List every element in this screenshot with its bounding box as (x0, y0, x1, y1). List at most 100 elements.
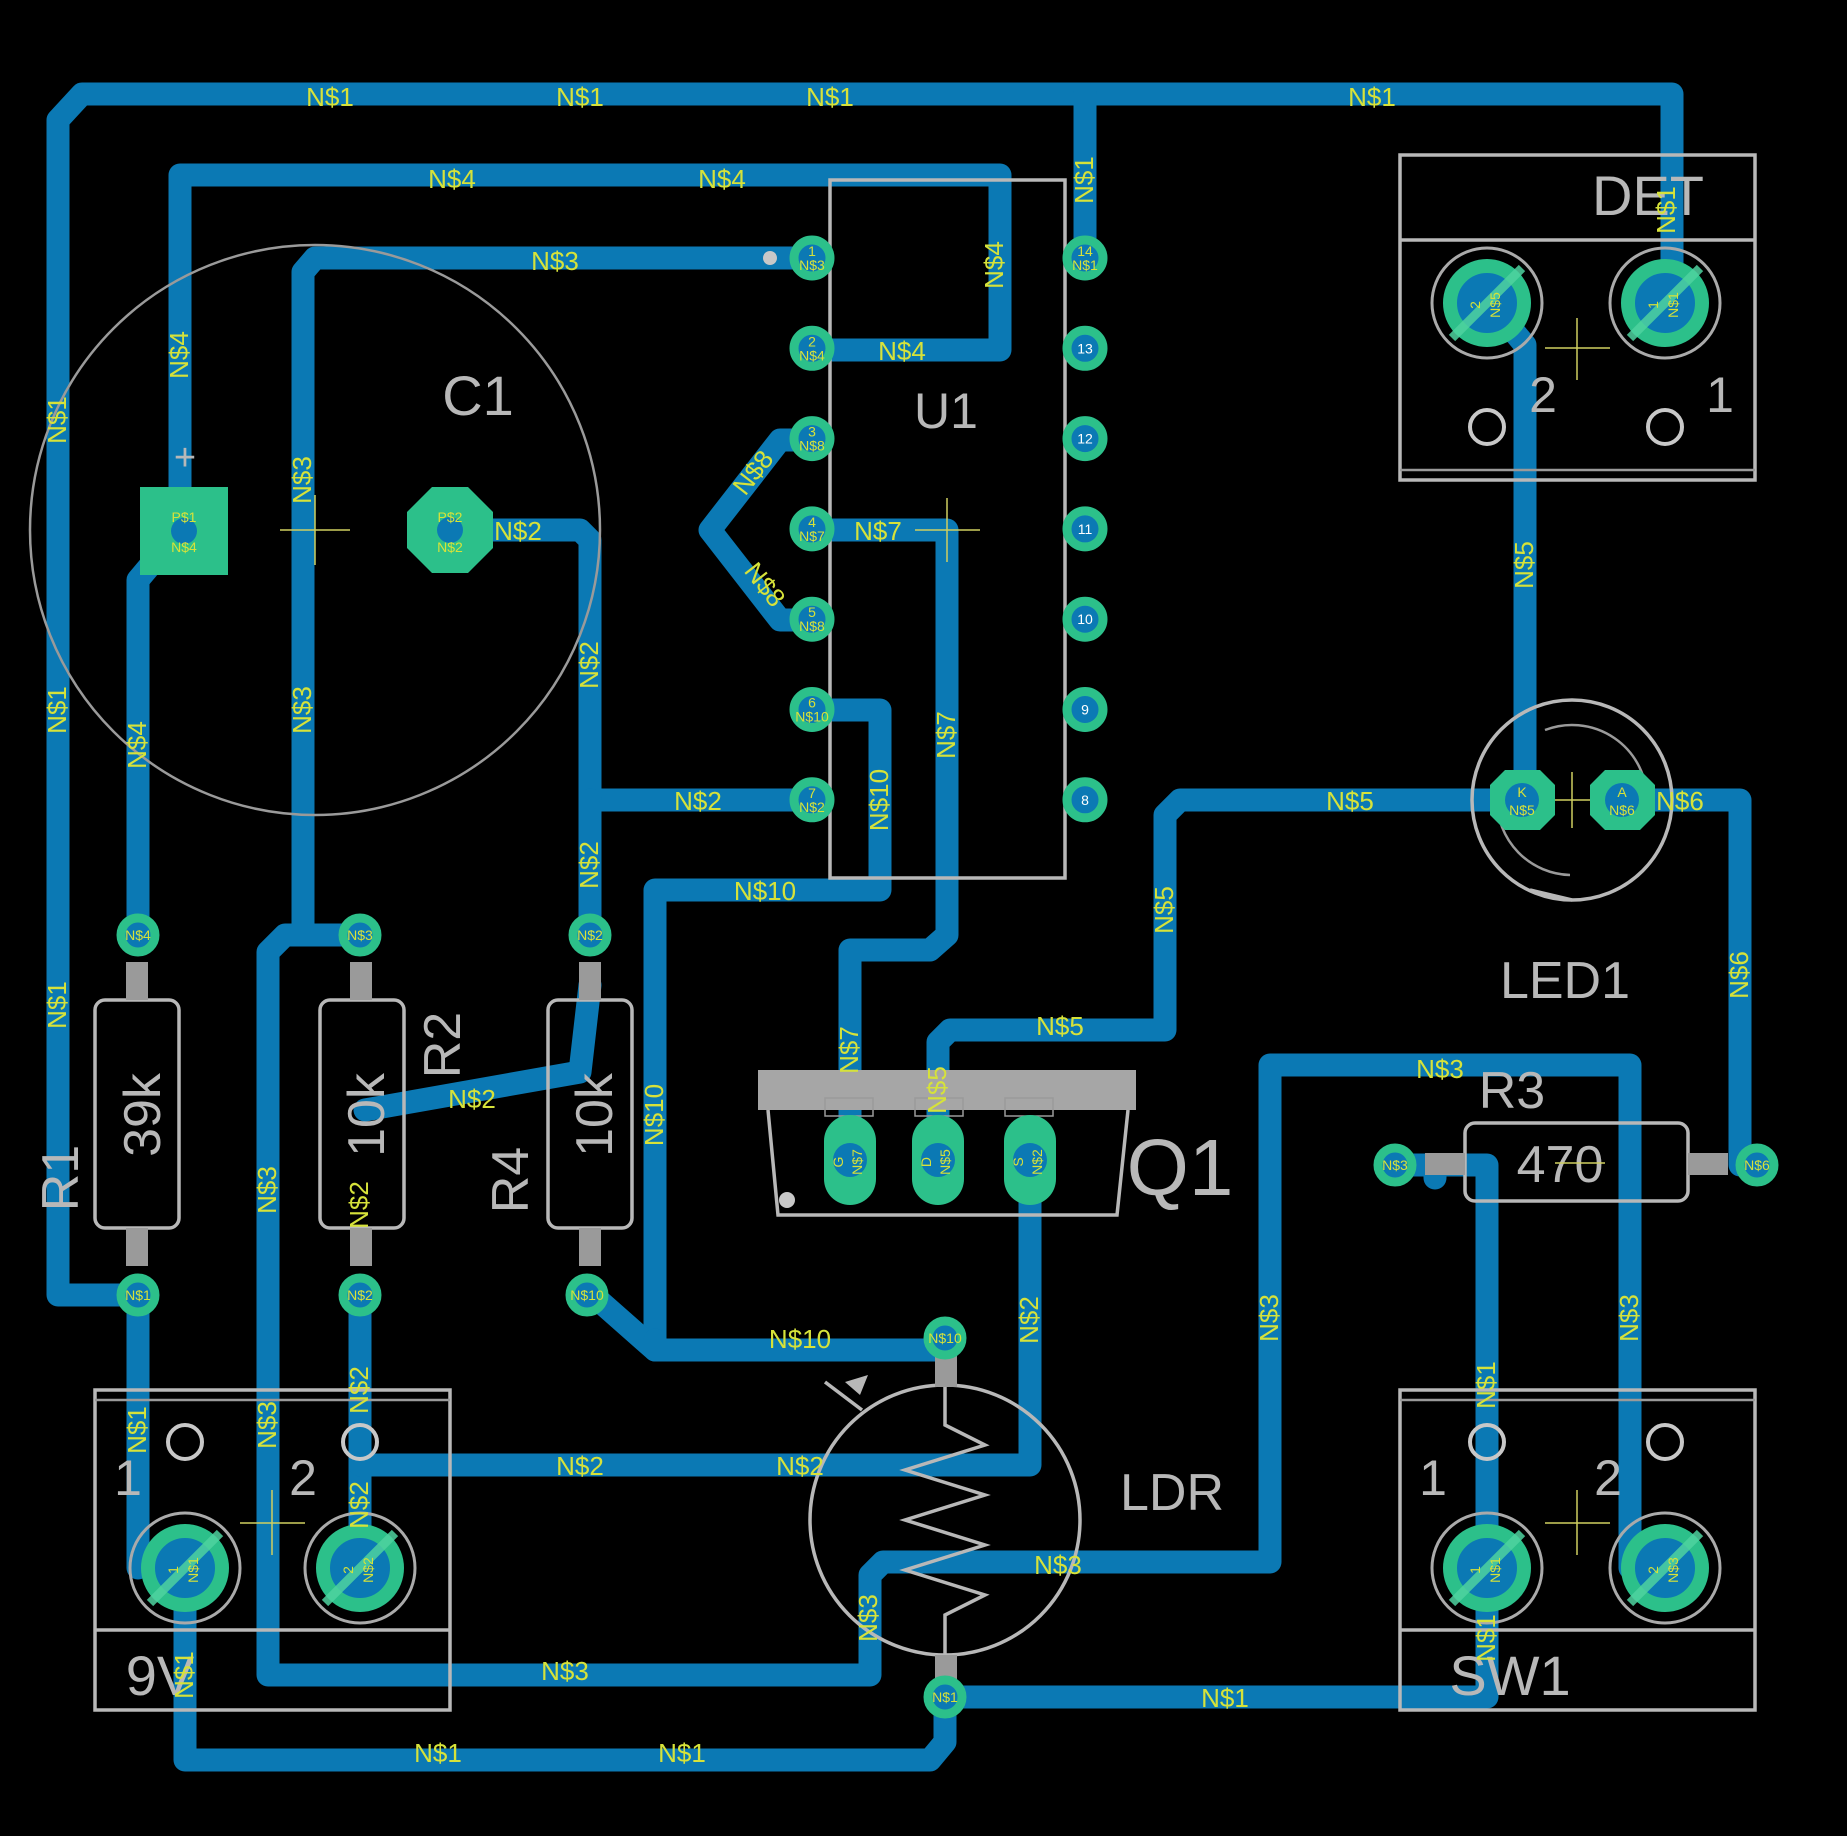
svg-text:N$2: N$2 (347, 1287, 373, 1303)
u1-pin-net: N$4 (799, 347, 825, 363)
svg-text:G: G (830, 1157, 846, 1168)
net-label: N$2 (448, 1084, 496, 1114)
u1-pin-number: 9 (1081, 702, 1089, 718)
svg-text:D: D (918, 1157, 934, 1167)
u1-pin-12 (1062, 416, 1108, 462)
net-label: N$4 (122, 721, 152, 769)
svg-text:N$3: N$3 (1382, 1157, 1408, 1173)
r3-pad-1 (1373, 1143, 1417, 1187)
sw1-designator: SW1 (1449, 1644, 1570, 1707)
det-pin-2-label: 2 (1529, 367, 1557, 423)
svg-text:N$2: N$2 (360, 1557, 376, 1583)
net-label: N$2 (674, 786, 722, 816)
net-label: N$7 (931, 711, 961, 759)
net-label: N$3 (287, 686, 317, 734)
net-label: N$2 (344, 1366, 374, 1414)
c1-pad-1-label: P$1 (172, 509, 197, 525)
u1-pin-7 (789, 777, 835, 823)
det-pin-1-label: 1 (1706, 367, 1734, 423)
net-label: N$2 (556, 1451, 604, 1481)
sw1-pin-2-label: 2 (1594, 1450, 1622, 1506)
net-label: N$6 (1724, 951, 1754, 999)
trace-n1-top-bus (46, 82, 1684, 1307)
net-labels: N$1 N$1 N$1 N$1 N$1 N$1 N$1 N$1 N$1 N$1 … (42, 82, 1754, 1768)
net-label: N$3 (1254, 1294, 1284, 1342)
r4-pad-1 (568, 913, 612, 957)
svg-text:1: 1 (165, 1566, 181, 1574)
net-label: N$5 (1149, 886, 1179, 934)
terminal-sw1: SW1 1 2 1 N$1 2 N$3 (1398, 1388, 1757, 1712)
svg-text:N$3: N$3 (1665, 1557, 1681, 1583)
net-label: N$4 (878, 336, 926, 366)
net-label: N$3 (531, 246, 579, 276)
led-led1: LED1 K N$5 A N$6 (1470, 698, 1674, 1010)
u1-pin-net: N$8 (799, 618, 825, 634)
c1-outline (28, 243, 602, 817)
net-label: N$3 (1034, 1550, 1082, 1580)
trace-n6 (1608, 788, 1752, 1177)
u1-pin-2 (789, 325, 835, 371)
u1-pin-net: N$2 (799, 799, 825, 815)
svg-text:N$6: N$6 (1744, 1157, 1770, 1173)
svg-text:N$1: N$1 (932, 1689, 958, 1705)
r4-value: 10k (566, 1072, 624, 1157)
net-label: N$2 (344, 1181, 374, 1229)
net-label: N$1 (169, 1651, 199, 1699)
u1-pin-8 (1062, 777, 1108, 823)
net-label: N$4 (428, 164, 476, 194)
net-label: N$3 (1614, 1294, 1644, 1342)
trace-n2-bat-q1 (348, 1148, 1042, 1477)
net-label: N$1 (122, 1406, 152, 1454)
net-label: N$1 (42, 686, 72, 734)
net-label: N$1 (556, 82, 604, 112)
u1-pin-number: 5 (808, 604, 816, 620)
net-label: N$3 (252, 1401, 282, 1449)
svg-text:S: S (1010, 1157, 1026, 1166)
trace-n4-top (168, 163, 1012, 507)
terminal-9v: 9V 1 2 1 N$1 2 N$2 (93, 1388, 452, 1712)
net-label: N$2 (776, 1451, 824, 1481)
r1-pad-1 (116, 913, 160, 957)
sw1-pin-1-label: 1 (1419, 1450, 1447, 1506)
trace-n10-u1 (643, 698, 892, 1352)
svg-text:N$6: N$6 (1609, 802, 1635, 818)
r1-pad-2 (116, 1273, 160, 1317)
bat-pin-1-label: 1 (114, 1450, 142, 1506)
net-label: N$5 (1509, 541, 1539, 589)
det-designator: DET (1592, 164, 1704, 227)
svg-text:2: 2 (1467, 301, 1483, 309)
net-label: N$1 (1471, 1361, 1501, 1409)
svg-text:N$1: N$1 (185, 1557, 201, 1583)
u1-designator: U1 (914, 383, 978, 439)
net-label: N$1 (658, 1738, 706, 1768)
c1-polarity-mark: + (174, 437, 196, 479)
u1-pin-5 (789, 596, 835, 642)
u1-pin-9 (1062, 687, 1108, 732)
svg-text:N$1: N$1 (1487, 1557, 1503, 1583)
r2-designator: R2 (414, 1012, 472, 1078)
r3-value: 470 (1517, 1136, 1604, 1194)
svg-text:N$5: N$5 (1487, 292, 1503, 318)
net-label: N$1 (42, 396, 72, 444)
bat-pin-2-label: 2 (289, 1450, 317, 1506)
c1-pad-1-net: N$4 (171, 539, 197, 555)
u1-pin-number: 11 (1078, 521, 1093, 537)
ldr-designator: LDR (1120, 1464, 1224, 1522)
net-label: N$1 (1069, 156, 1099, 204)
net-label: N$1 (1201, 1683, 1249, 1713)
net-label: N$1 (42, 981, 72, 1029)
net-label: N$3 (853, 1594, 883, 1642)
net-label: N$5 (922, 1066, 952, 1114)
u1-pin-number: 4 (808, 514, 816, 530)
net-label: N$1 (1471, 1614, 1501, 1662)
svg-text:N$1: N$1 (125, 1287, 151, 1303)
u1-pin-10 (1062, 596, 1108, 642)
net-label: N$10 (864, 769, 894, 831)
trace-n3-u1 (291, 246, 824, 937)
c1-pad-2-label: P$2 (438, 509, 463, 525)
ldr-zigzag (899, 1385, 991, 1655)
u1-pin-13 (1062, 325, 1108, 371)
resistor-r2: 10k R2 (318, 962, 472, 1266)
small-pads: N$4 N$1 N$3 N$2 N$2 N$10 N$3 N$6 N$10 N$… (116, 913, 1779, 1719)
q1-body (766, 1109, 1130, 1217)
